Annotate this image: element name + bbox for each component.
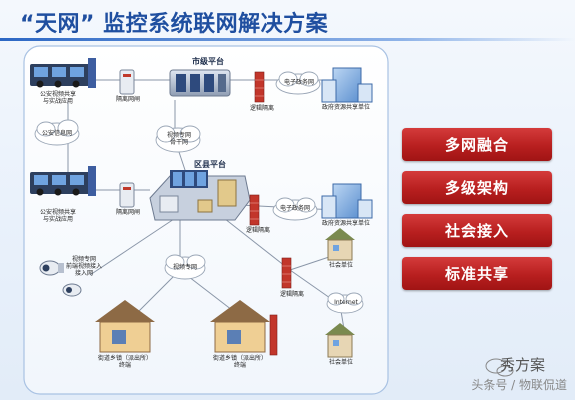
isolation-mid-label: 隔离网闸 [115,209,140,216]
gov-building-mid [321,183,373,219]
logic-iso-mid-label: 逻辑隔离 [245,227,270,234]
isolation-gateway-top [119,69,135,95]
street-terminal-left-label: 街道乡镇（派出所） 终端 [97,355,152,369]
cloud-public-security-net [34,119,80,146]
camera-access-label: 视频专网 前端视频接入 接入网 [65,256,102,277]
community-building-bottom [325,323,355,358]
city-platform-servers [169,69,231,97]
firewall-terminal [269,314,278,356]
internet-label: Internet [334,299,358,306]
community-bottom-label: 社会单位 [328,359,353,366]
firewall-bottom [281,257,292,289]
community-building-top [325,228,355,261]
cloud-egov-top [275,71,321,95]
street-terminal-house-right [210,300,270,353]
gov-building-top [321,67,373,103]
video-backbone-label: 视频专网 骨干网 [166,132,191,146]
egov-net-top-label: 电子政务网 [283,79,314,86]
city-platform-label: 市级平台 [192,57,224,66]
camera-icon [39,260,82,297]
title-divider [0,38,575,41]
cloud-internet [326,292,364,314]
community-top-label: 社会单位 [328,262,353,269]
public-security-net-label: 公安信息网 [41,130,72,137]
firewall-top [254,71,265,103]
feature-multi-level: 多级架构 [402,171,552,204]
feature-social-access: 社会接入 [402,214,552,247]
firewall-mid [249,194,260,226]
watermark-line2: 头条号 / 物联侃道 [471,378,567,392]
gov-unit-mid-label: 政府资源共享单位 [321,220,370,227]
watermark-line1: 秀方案 [499,356,545,374]
police-app-mid-label: 公安视频共享 与实战应用 [39,209,76,223]
isolation-gateway-mid [119,182,135,208]
video-private-net-bottom-label: 视频专网 [172,264,197,271]
street-terminal-right-label: 街道乡镇（派出所） 终端 [212,355,267,369]
street-terminal-house-left [95,300,155,353]
isolation-top-label: 隔离网闸 [115,96,140,103]
egov-net-mid-label: 电子政务网 [279,205,310,212]
logic-iso-top-label: 逻辑隔离 [249,105,274,112]
police-workstation-mid [30,166,96,196]
feature-standard-sharing: 标准共享 [402,257,552,290]
watermark-logo-icon [485,358,514,377]
cloud-video-bottom [164,254,206,280]
district-platform-label: 区县平台 [194,160,226,169]
police-app-top-label: 公安视频共享 与实战应用 [39,91,76,105]
gov-unit-top-label: 政府资源共享单位 [321,104,370,111]
logic-iso-bottom-label: 逻辑隔离 [279,291,304,298]
police-workstation-top [30,58,96,88]
cloud-egov-mid [272,197,318,221]
feature-multi-network: 多网融合 [402,128,552,161]
page-title: “天网” 监控系统联网解决方案 [20,12,329,37]
cloud-video-backbone [155,125,201,153]
